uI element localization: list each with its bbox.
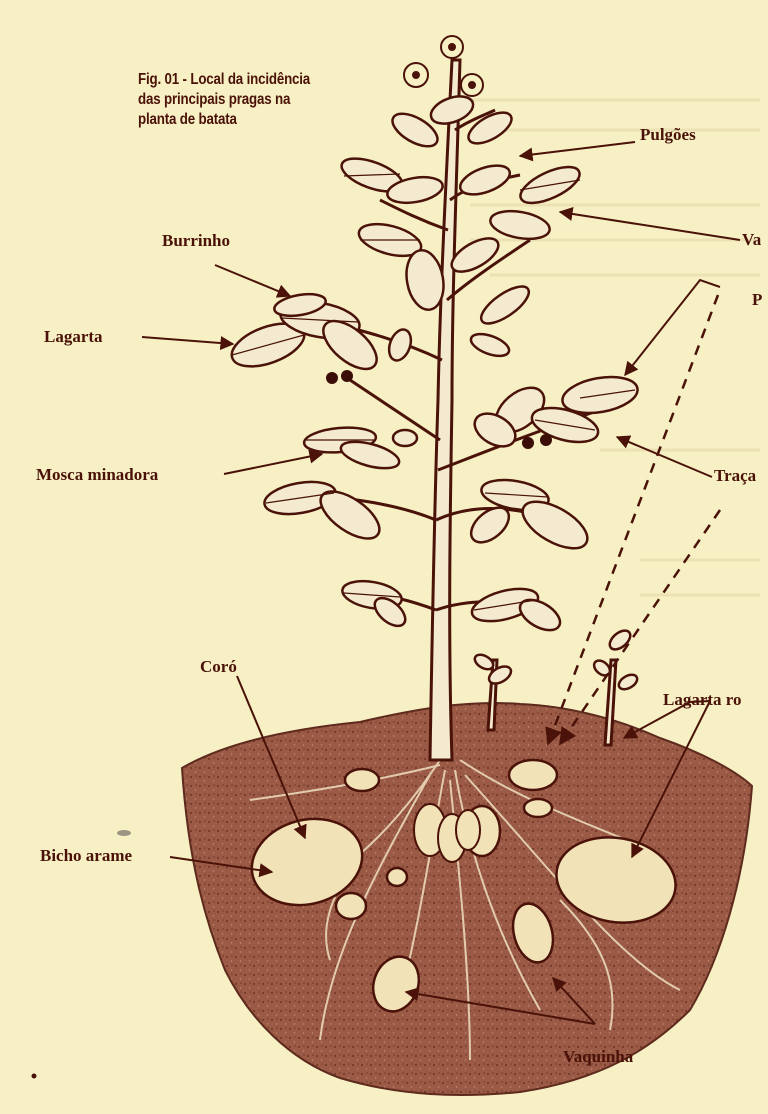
arrow-traca bbox=[617, 437, 712, 477]
arrow-lagarta bbox=[142, 337, 233, 344]
label-lagarta: Lagarta bbox=[44, 327, 103, 347]
label-bicho-arame: Bicho arame bbox=[40, 846, 132, 866]
label-lagarta-rosca: Lagarta ro bbox=[663, 690, 742, 710]
pin-mark bbox=[117, 830, 131, 836]
label-pulgoes: Pulgões bbox=[640, 125, 696, 145]
arrow-mosca bbox=[224, 454, 322, 474]
arrow-pulgoes bbox=[520, 142, 635, 156]
background-texture bbox=[470, 100, 760, 595]
arrow-burrinho bbox=[215, 265, 290, 296]
label-burrinho: Burrinho bbox=[162, 231, 230, 251]
figure-caption: Fig. 01 - Local da incidência das princi… bbox=[138, 70, 336, 130]
caption-line-2: das principais pragas na bbox=[138, 90, 336, 110]
arrow-vaquinha-lower bbox=[625, 280, 720, 375]
caption-line-1: Fig. 01 - Local da incidência bbox=[138, 70, 336, 90]
caption-line-3: planta de batata bbox=[138, 110, 336, 130]
flowers bbox=[404, 36, 483, 96]
arrow-vaquinha-upper bbox=[560, 212, 740, 240]
label-coro: Coró bbox=[200, 657, 237, 677]
label-p-top: P bbox=[752, 290, 762, 310]
label-vaquinha-top: Va bbox=[742, 230, 761, 250]
label-vaquinha: Vaquinha bbox=[563, 1047, 633, 1067]
label-mosca-minadora: Mosca minadora bbox=[36, 465, 158, 485]
speck-dot bbox=[32, 1074, 37, 1079]
label-traca: Traça bbox=[714, 466, 756, 486]
